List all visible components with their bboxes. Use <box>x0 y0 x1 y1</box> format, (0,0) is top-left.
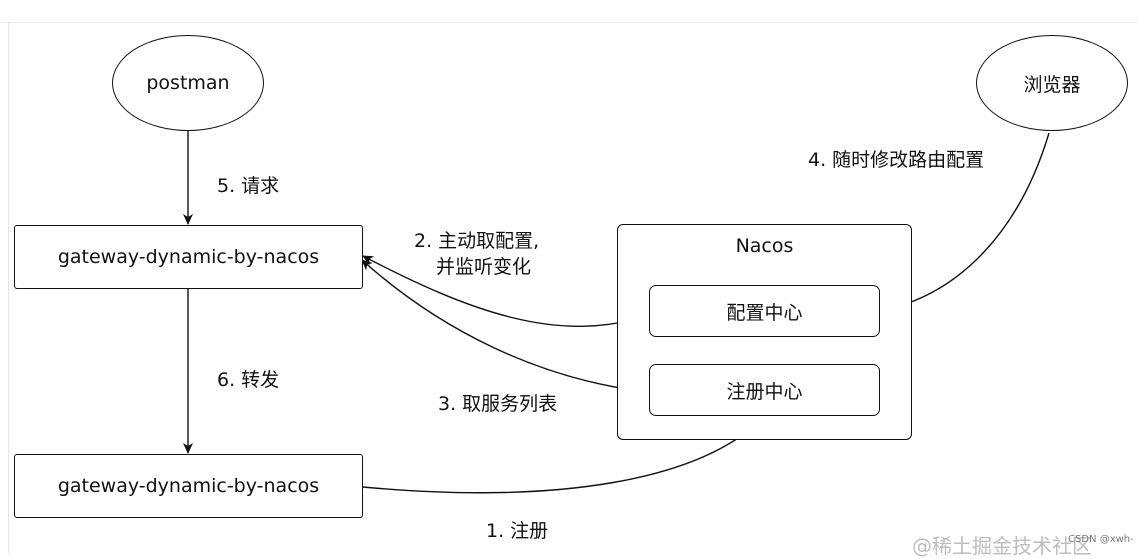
browser-node: 浏览器 <box>976 35 1128 131</box>
watermark-small: CSDN @xwh- <box>1068 534 1134 545</box>
edge-label-forward: 6. 转发 <box>217 369 280 391</box>
gateway-top-node: gateway-dynamic-by-nacos <box>14 225 363 289</box>
gateway-bottom-label: gateway-dynamic-by-nacos <box>57 475 320 497</box>
config-center-label: 配置中心 <box>726 301 803 324</box>
postman-node: postman <box>112 35 264 131</box>
top-border <box>0 0 1137 23</box>
edge-label-pull-config-1: 2. 主动取配置, <box>414 230 540 252</box>
edge-pull-config <box>362 255 650 327</box>
edge-label-pull-config-2: 并监听变化 <box>436 256 532 278</box>
browser-label: 浏览器 <box>1023 73 1081 96</box>
edge-register <box>362 417 764 494</box>
config-center-node: 配置中心 <box>649 285 880 337</box>
registry-center-label: 注册中心 <box>726 380 803 403</box>
gateway-bottom-node: gateway-dynamic-by-nacos <box>14 454 363 518</box>
edge-label-register: 1. 注册 <box>486 520 549 542</box>
nacos-title: Nacos <box>735 235 794 257</box>
edge-label-fetch-services: 3. 取服务列表 <box>438 393 558 415</box>
gateway-top-label: gateway-dynamic-by-nacos <box>57 246 320 268</box>
edge-label-request: 5. 请求 <box>217 175 280 197</box>
registry-center-node: 注册中心 <box>649 364 880 416</box>
edge-fetch-services <box>361 259 650 393</box>
postman-label: postman <box>146 72 230 94</box>
left-border <box>8 22 9 553</box>
edge-label-modify-routes: 4. 随时修改路由配置 <box>808 149 985 171</box>
watermark: @稀土掘金技术社区 <box>912 534 1092 558</box>
